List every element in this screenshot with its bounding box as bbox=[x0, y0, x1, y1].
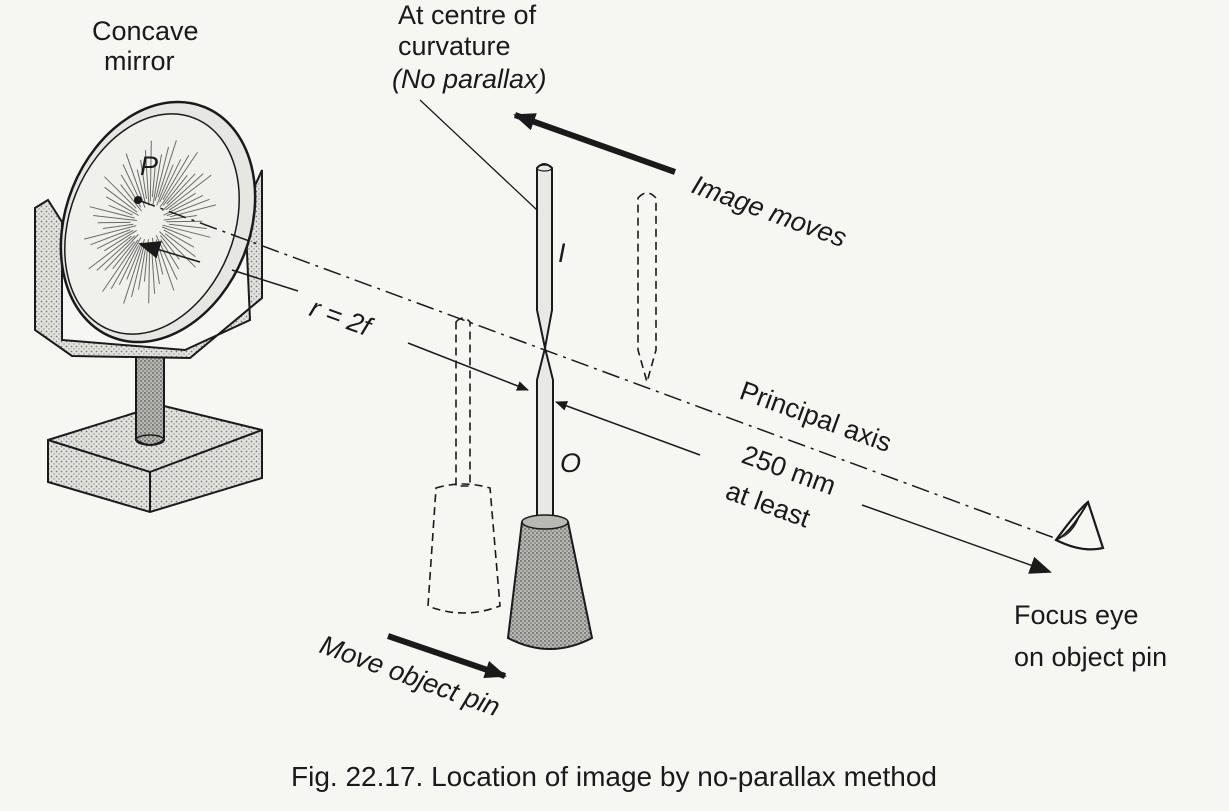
label-centre-2: curvature bbox=[398, 31, 511, 61]
label-concave-mirror-2: mirror bbox=[104, 46, 174, 76]
label-p: P bbox=[140, 151, 158, 181]
label-object-pin: O bbox=[560, 448, 581, 478]
distance-arrow-right bbox=[861, 504, 1052, 574]
ghost-image-pin bbox=[637, 192, 657, 385]
label-radius: r = 2f bbox=[306, 292, 377, 342]
centre-pointer-line bbox=[419, 99, 538, 211]
eye-icon bbox=[1054, 500, 1105, 551]
label-centre-1: At centre of bbox=[398, 0, 537, 30]
label-focus-1: Focus eye bbox=[1014, 600, 1139, 630]
label-concave-mirror-1: Concave bbox=[92, 16, 199, 46]
label-image-moves: Image moves bbox=[688, 169, 851, 253]
label-image-pin: I bbox=[558, 238, 566, 268]
ghost-object-pin bbox=[427, 317, 501, 614]
figure-caption: Fig. 22.17. Location of image by no-para… bbox=[291, 761, 937, 792]
distance-arrow-left bbox=[555, 401, 701, 456]
radius-arrow-right bbox=[407, 342, 529, 391]
radius-line-1 bbox=[231, 269, 299, 292]
concave-mirror bbox=[59, 100, 257, 344]
move-object-arrow bbox=[387, 633, 507, 679]
label-focus-2: on object pin bbox=[1014, 642, 1167, 672]
label-centre-3: (No parallax) bbox=[392, 64, 547, 94]
principal-axis-line bbox=[137, 199, 1061, 541]
mirror-stand bbox=[47, 350, 263, 514]
radius-arrow-left bbox=[138, 241, 201, 263]
object-pin bbox=[506, 347, 594, 650]
image-pin bbox=[536, 163, 553, 349]
image-moves-arrow bbox=[513, 112, 677, 175]
